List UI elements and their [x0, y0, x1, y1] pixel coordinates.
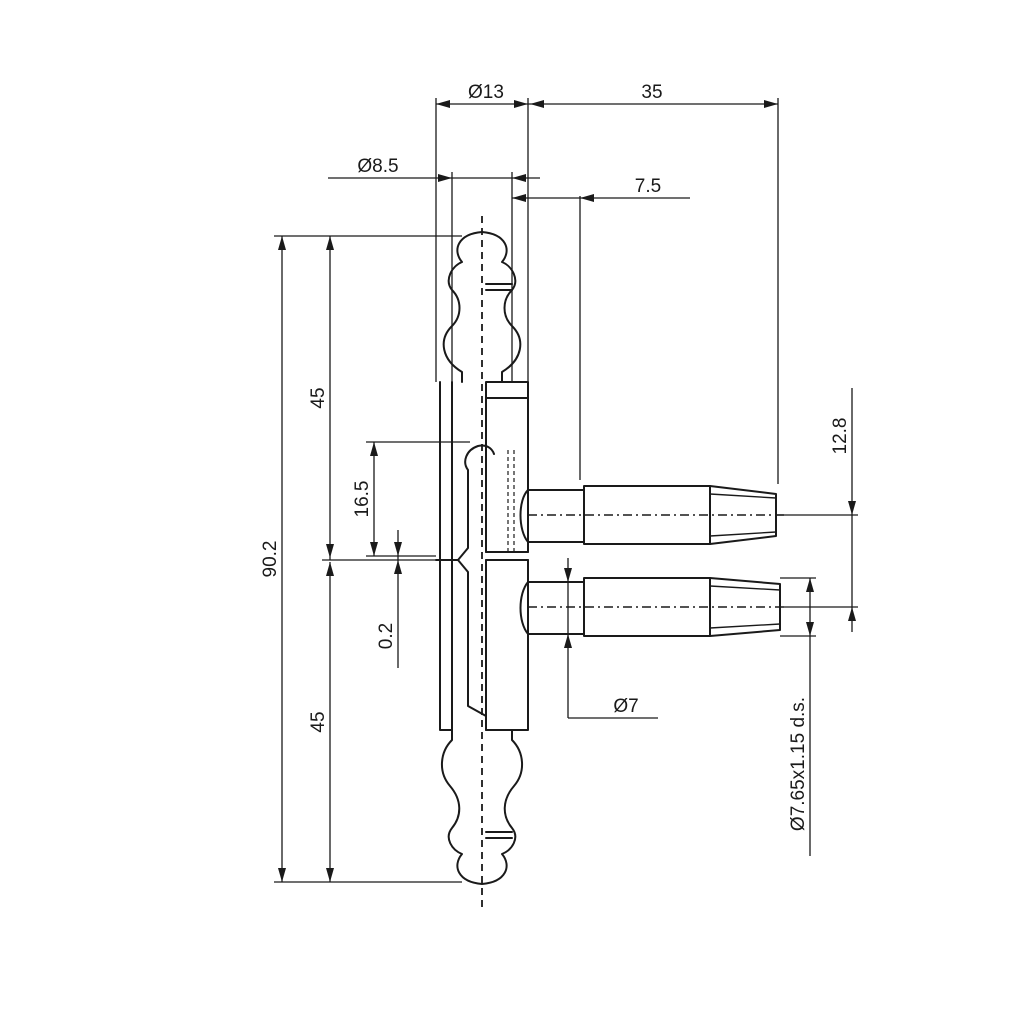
dim-upper-half: 45 [308, 387, 329, 408]
leaf-plate [439, 381, 453, 731]
leaf-step-upper [435, 444, 495, 561]
dim-pin-shank-diameter: Ø7 [613, 696, 638, 717]
dim-gap: 0.2 [376, 623, 397, 649]
leaf-step-lower [457, 559, 487, 731]
upper-barrel [485, 381, 529, 553]
dim-pin-diameter: Ø8.5 [357, 156, 398, 177]
lower-knuckle-outline [441, 729, 523, 885]
dim-thread-spec: Ø7.65x1.15 d.s. [788, 697, 809, 831]
dimension-labels: Ø13 35 Ø8.5 7.5 90.2 45 45 16.5 0.2 12.8… [260, 82, 851, 831]
dim-pin-spacing: 12.8 [830, 418, 851, 455]
hinge-part [435, 216, 788, 908]
dimension-lines [274, 98, 858, 883]
dim-offset: 7.5 [635, 176, 661, 197]
dim-lower-half: 45 [308, 711, 329, 732]
dim-total-height: 90.2 [260, 541, 281, 578]
dim-leaf-height: 16.5 [352, 481, 373, 518]
lower-barrel [485, 559, 529, 731]
dim-pin-length-span: 35 [641, 82, 662, 103]
dim-outer-diameter: Ø13 [468, 82, 504, 103]
